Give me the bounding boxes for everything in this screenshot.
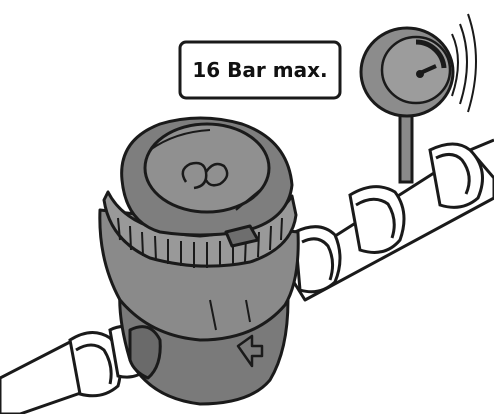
right-fitting-far [428,142,484,209]
vibration-lines-icon [451,13,477,113]
meter-logo-icon [181,161,229,190]
water-meter-icon [98,116,300,406]
pressure-callout-label: 16 Bar max. [192,58,327,82]
pressure-callout: 16 Bar max. [178,40,342,100]
meter-cap-top [143,122,271,214]
pressure-gauge-icon [359,26,455,118]
right-fitting-near [293,225,342,294]
right-fitting-mid [348,185,406,254]
flow-direction-arrow-icon [236,334,264,368]
